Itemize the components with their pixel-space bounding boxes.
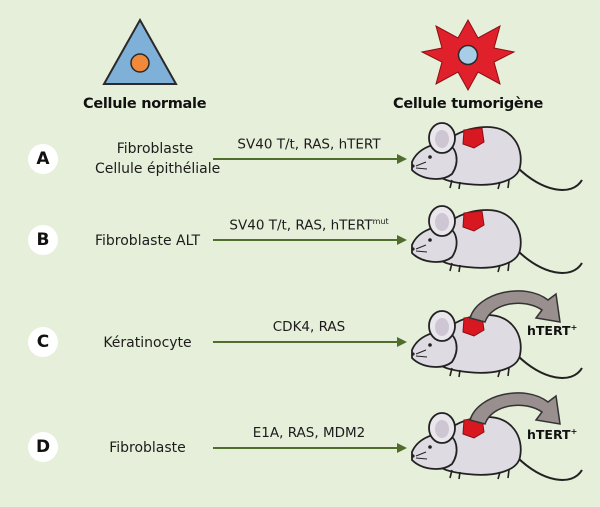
cell-type-b: Fibroblaste ALT: [80, 231, 215, 251]
htert-sup-d: +: [570, 427, 578, 436]
htert-sup-c: +: [570, 323, 578, 332]
cell-type-d-line1: Fibroblaste: [109, 440, 186, 456]
curved-arrow-icon-c: [469, 290, 561, 323]
cell-type-a: Fibroblaste Cellule épithéliale: [95, 139, 221, 179]
genes-text-d: E1A, RAS, MDM2: [252, 425, 366, 441]
normal-cell-icon: [102, 17, 178, 85]
cell-type-a-line2: Cellule épithéliale: [95, 161, 221, 177]
curved-arrow-icon-d: [469, 392, 561, 425]
normal-cell-label: Cellule normale: [83, 96, 207, 112]
tumor-cell-icon: [420, 18, 516, 92]
genes-text-b: SV40 T/t, RAS, hTERT: [229, 217, 373, 234]
cell-type-c-line1: Kératinocyte: [103, 335, 192, 351]
row-badge-a: A: [28, 144, 58, 174]
cell-type-d: Fibroblaste: [80, 438, 215, 458]
mouse-icon-a: [410, 122, 583, 191]
row-badge-c: C: [28, 327, 58, 357]
htert-text-c: hTERT: [527, 323, 571, 339]
genes-sup-b: mut: [372, 217, 389, 226]
tumor-cell-label: Cellule tumorigène: [393, 96, 544, 112]
genes-label-c: CDK4, RAS: [213, 319, 405, 335]
genes-label-d: E1A, RAS, MDM2: [213, 425, 405, 441]
genes-text-a: SV40 T/t, RAS, hTERT: [237, 136, 381, 153]
htert-text-d: hTERT: [527, 427, 571, 443]
mouse-icon-b: [410, 205, 583, 274]
htert-note-c: hTERT+: [527, 323, 577, 338]
genes-text-c: CDK4, RAS: [272, 319, 346, 335]
htert-note-d: hTERT+: [527, 427, 577, 442]
cell-type-c: Kératinocyte: [80, 333, 215, 353]
row-badge-b: B: [28, 225, 58, 255]
row-badge-d: D: [28, 432, 58, 462]
cell-type-b-line1: Fibroblaste ALT: [94, 233, 201, 249]
genes-label-a: SV40 T/t, RAS, hTERT: [213, 136, 405, 153]
cell-type-a-line1: Fibroblaste: [116, 141, 194, 157]
genes-label-b: SV40 T/t, RAS, hTERTmut: [213, 217, 405, 234]
